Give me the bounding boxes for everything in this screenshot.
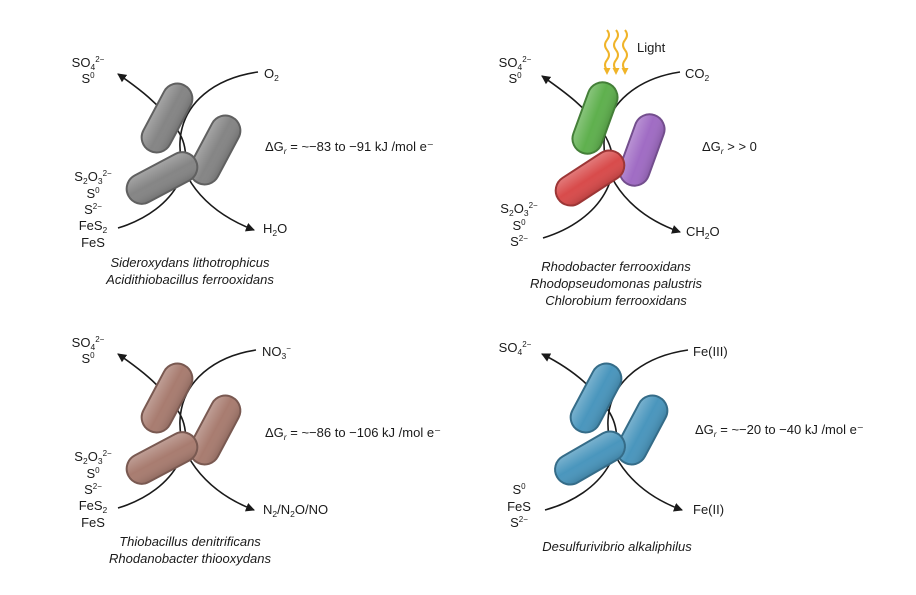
reduced-product-label: CH2O [686, 224, 720, 241]
organism-name: Desulfurivibrio alkaliphilus [542, 539, 692, 554]
electron-acceptor-label: NO3− [262, 344, 291, 361]
product-label: SO42− [499, 340, 532, 357]
bacterium-cell-icon [125, 151, 199, 205]
delta-g-label: ΔGr = ~−83 to −91 kJ /mol e⁻ [265, 139, 434, 156]
substrate-label: S0 [512, 218, 526, 233]
electron-acceptor-label: Fe(III) [693, 344, 728, 359]
bacterium-cell-icon [554, 149, 626, 207]
oxidation-arrow [541, 75, 614, 239]
light-label: Light [637, 40, 666, 55]
reduction-arrow [179, 349, 257, 512]
reduction-arrow [607, 349, 689, 512]
organism-name: Chlorobium ferrooxidans [545, 293, 687, 308]
bacterium-cell-icon [188, 114, 242, 186]
organism-name: Rhodobacter ferrooxidans [541, 259, 691, 274]
bacterium-cell-icon [569, 362, 623, 434]
bacterium-cell-icon [125, 431, 199, 485]
organism-name: Rhodanobacter thiooxydans [109, 551, 271, 566]
reduced-product-label: N2/N2O/NO [263, 502, 328, 519]
electron-acceptor-label: CO2 [685, 66, 710, 83]
bacterium-cell-icon [140, 362, 194, 434]
organism-name: Sideroxydans lithotrophicus [111, 255, 270, 270]
substrate-label: S2− [510, 515, 528, 530]
product-label: S0 [81, 71, 95, 86]
substrate-label: S2O32− [74, 449, 112, 466]
organism-name: Thiobacillus denitrificans [119, 534, 261, 549]
bacterium-cell-icon [140, 82, 194, 154]
substrate-label: S2O32− [500, 201, 538, 218]
oxidation-arrow [541, 353, 618, 511]
reduced-product-label: H2O [263, 221, 287, 238]
delta-g-label: ΔGr = ~−86 to −106 kJ /mol e⁻ [265, 425, 441, 442]
bacterium-cell-icon [615, 394, 669, 466]
light-rays-icon [603, 29, 629, 75]
product-label: S0 [81, 351, 95, 366]
substrate-label: S2− [510, 234, 528, 249]
substrate-label: S0 [86, 186, 100, 201]
organism-name: Acidithiobacillus ferrooxidans [105, 272, 274, 287]
substrate-label: S2− [84, 482, 102, 497]
delta-g-label: ΔGr > > 0 [702, 139, 757, 156]
substrate-label: S0 [86, 466, 100, 481]
substrate-label: FeS [81, 235, 105, 250]
substrate-label: S0 [512, 482, 526, 497]
bacterium-cell-icon [188, 394, 242, 466]
product-label: SO42− [499, 55, 532, 72]
organism-name: Rhodopseudomonas palustris [530, 276, 702, 291]
product-label: SO42− [72, 335, 105, 352]
reduced-product-label: Fe(II) [693, 502, 724, 517]
bacterium-cell-icon [618, 113, 666, 187]
substrate-label: FeS2 [79, 498, 108, 515]
substrate-label: S2− [84, 202, 102, 217]
product-label: S0 [508, 71, 522, 86]
electron-acceptor-label: O2 [264, 66, 279, 83]
reduction-arrow [179, 71, 259, 232]
panel-p3: SO42−S0S2O32−S0S2−FeS2FeSNO3−N2/N2O/NOΔG… [72, 335, 441, 566]
bacterium-cell-icon [554, 430, 626, 486]
bacterium-cell-icon [571, 81, 619, 155]
substrate-label: FeS [507, 499, 531, 514]
product-label: SO42− [72, 55, 105, 72]
reduction-arrow [603, 71, 681, 234]
substrate-label: FeS [81, 515, 105, 530]
substrate-label: S2O32− [74, 169, 112, 186]
substrate-label: FeS2 [79, 218, 108, 235]
delta-g-label: ΔGr = ~−20 to −40 kJ /mol e⁻ [695, 422, 864, 439]
